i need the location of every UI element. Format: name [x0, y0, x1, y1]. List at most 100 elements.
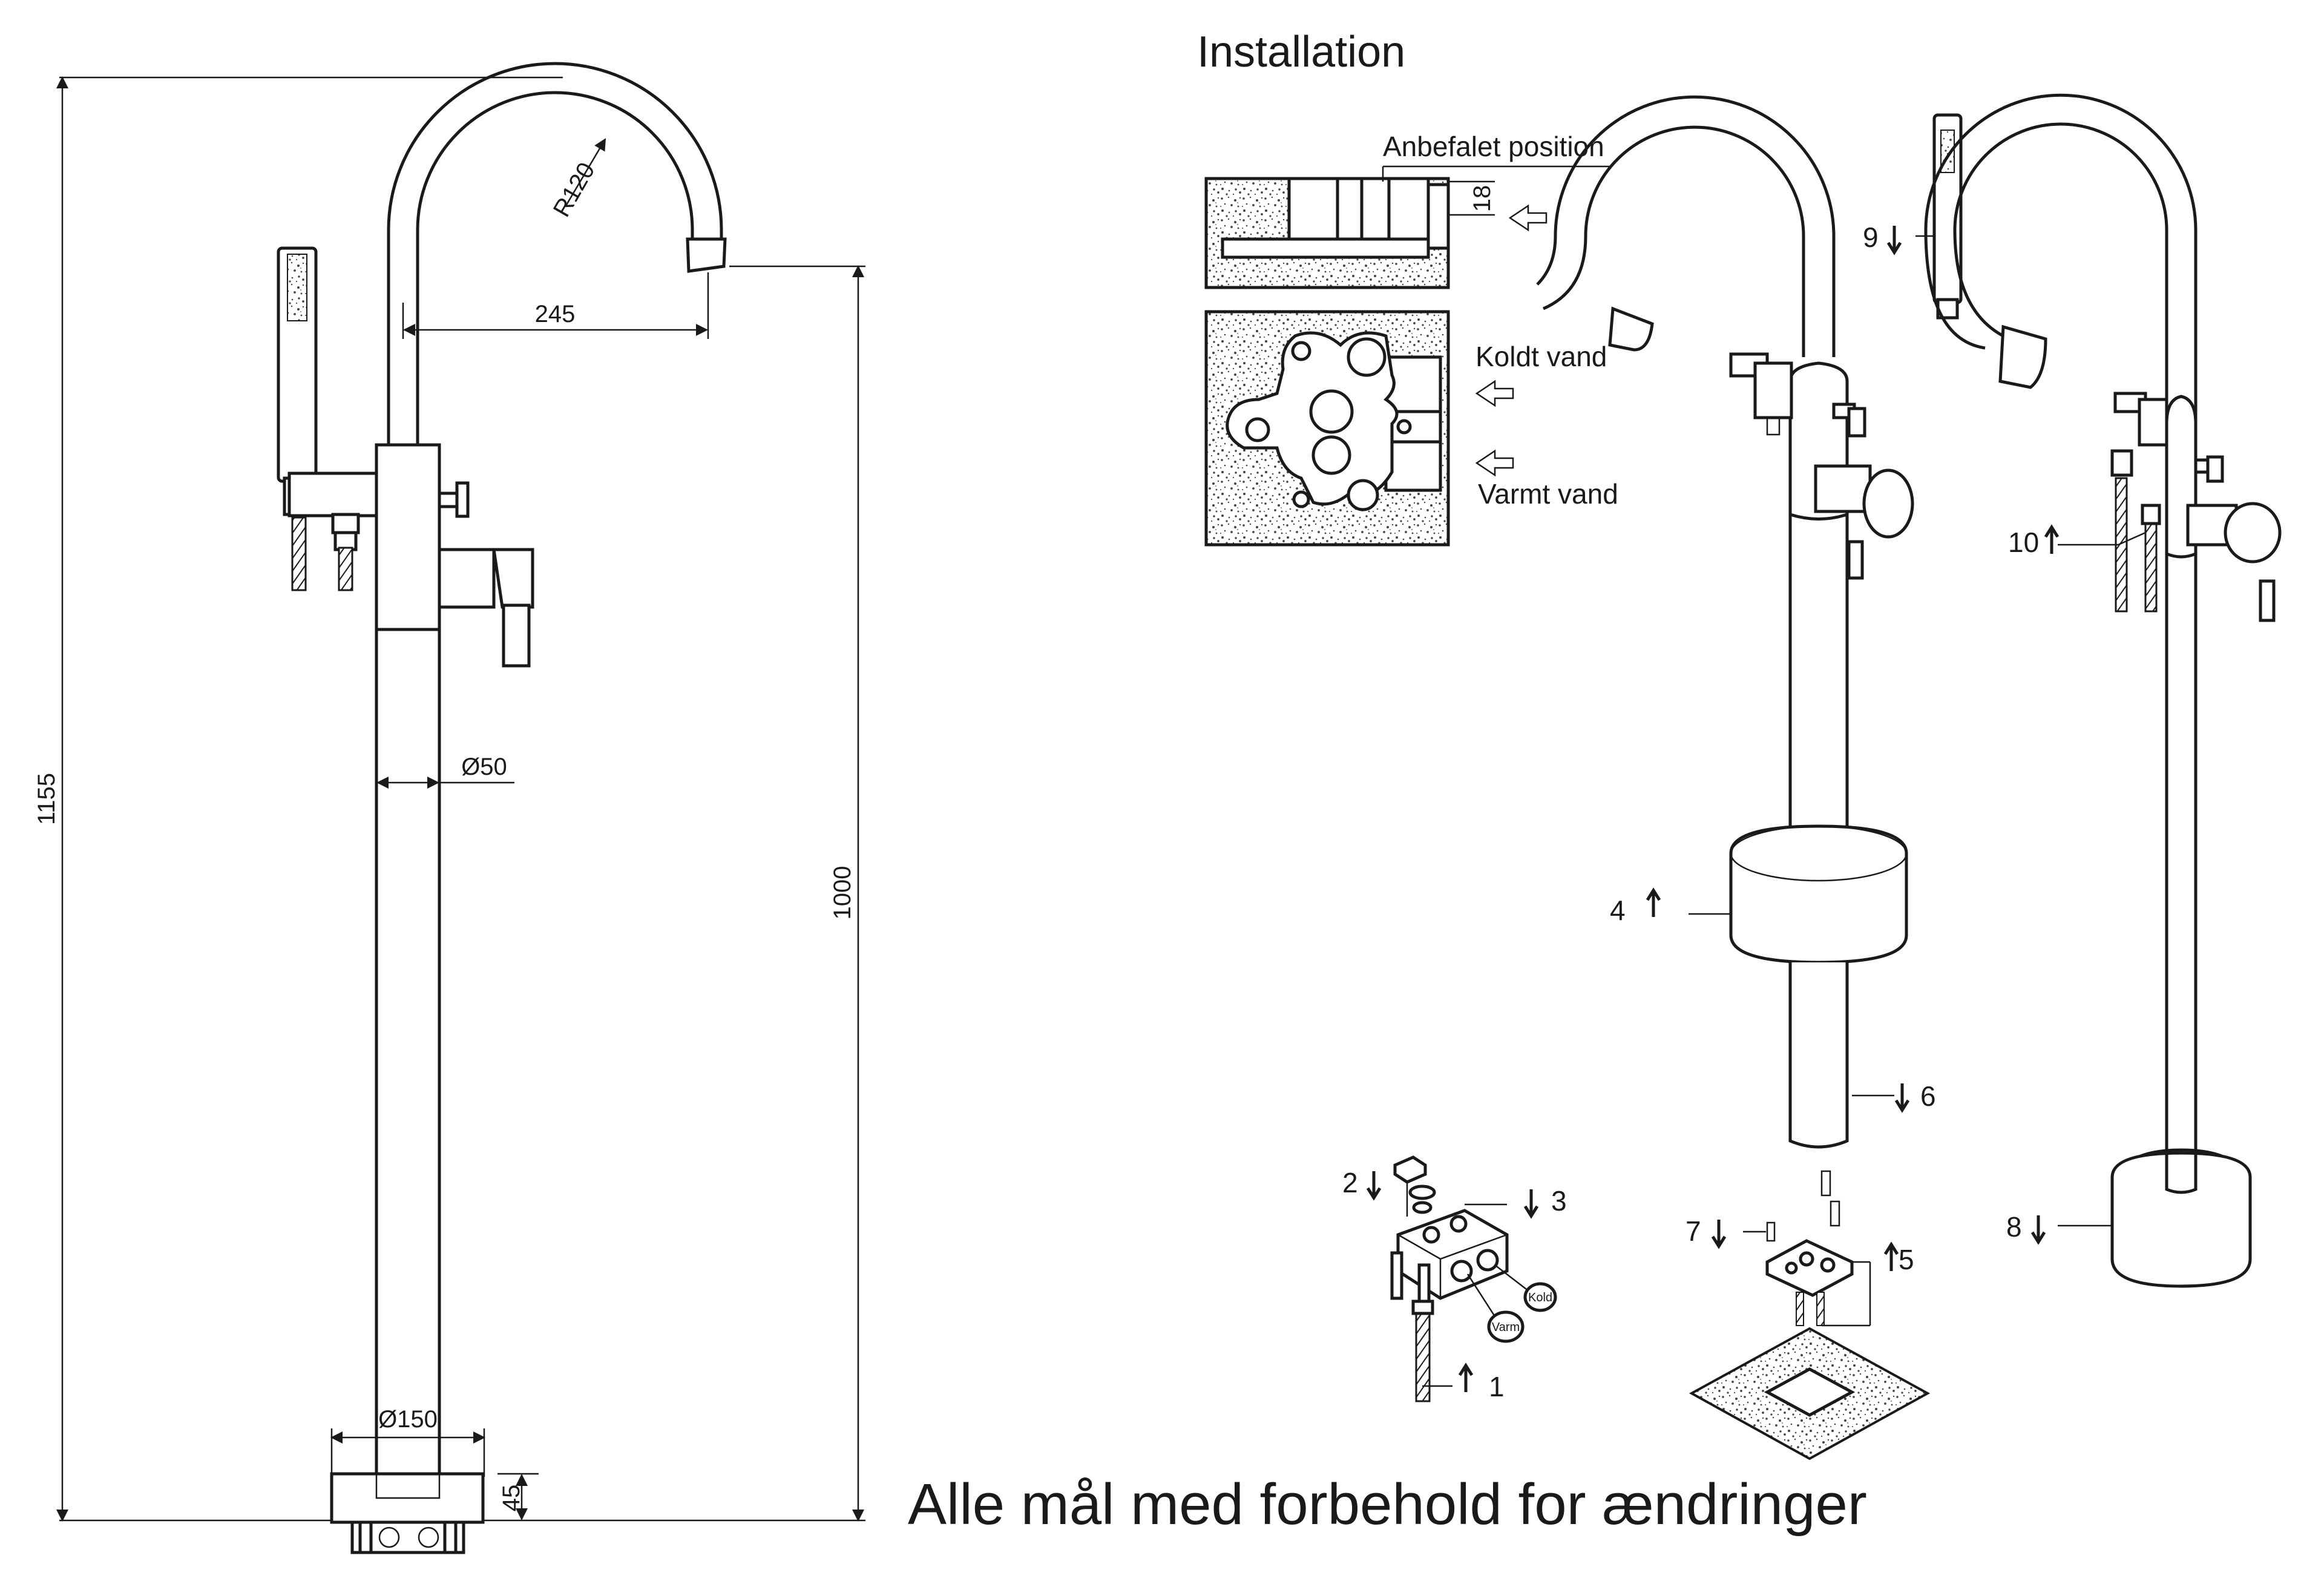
part-floor-bolt-1 [1796, 1292, 1804, 1326]
part-anchor-bolt [1415, 1309, 1431, 1402]
lever-cap [492, 548, 534, 609]
spout-reach-label: 245 [535, 301, 576, 327]
wall-box-back [1287, 177, 1430, 250]
step-7-number: 7 [1686, 1215, 1701, 1247]
plate-screw-hole-4 [1396, 419, 1412, 435]
step-5: 5 [1883, 1241, 1914, 1275]
bracket-bolt-right [443, 1520, 458, 1554]
part-anchor-head [1411, 1300, 1434, 1315]
step-3-number: 3 [1551, 1185, 1567, 1217]
technical-drawing: 1155 1000 245 R120 Ø50 [33, 62, 865, 1554]
base-height-label: 45 [498, 1485, 525, 1512]
step-10-arrow [2044, 524, 2060, 554]
assembled-spout-tip [1998, 324, 2047, 389]
body-spout-outer [1543, 125, 1805, 357]
body-spout-tip [1608, 306, 1654, 352]
body-diverter-knob [1847, 407, 1866, 438]
floor-bracket-hole-3 [1785, 1261, 1798, 1275]
wall-insert-arrow [1508, 204, 1548, 232]
assembled-holder-arm [2138, 398, 2168, 447]
step-4: 4 [1610, 887, 1661, 926]
step-2-arrow [1366, 1171, 1382, 1201]
mixer-body [375, 443, 441, 631]
part-floor-bracket [1765, 1239, 1854, 1297]
assembled-spout-inner [1924, 93, 2198, 424]
step-6-arrow [1894, 1083, 1910, 1113]
assembled-faucet [1924, 93, 2282, 1288]
step-7: 7 [1686, 1215, 1727, 1249]
step-10: 10 [2008, 524, 2060, 558]
body-floor-cover [1729, 824, 1908, 964]
hot-water-arrow [1475, 449, 1514, 477]
hot-water-label: Varmt vand [1478, 478, 1618, 510]
wall-section-detail: Anbefalet position 18 Koldt vand Varmt v… [1204, 131, 1618, 547]
inlet-hole-hot [1311, 435, 1351, 475]
step-8-number: 8 [2006, 1211, 2022, 1243]
recommended-position-label: Anbefalet position [1383, 131, 1604, 162]
base-pipe-socket [375, 1473, 441, 1499]
step-5-number: 5 [1899, 1244, 1914, 1275]
assembled-pipe-foot [2165, 1153, 2198, 1194]
cold-tag [1523, 1282, 1557, 1312]
part-floor-bolt-2 [1816, 1292, 1825, 1326]
body-spout-inner [1536, 95, 1836, 357]
plate-screw-hole-3 [1292, 490, 1310, 508]
step-2-number: 2 [1342, 1167, 1358, 1198]
floor-tile-cutout [1764, 1367, 1856, 1417]
step-8: 8 [2006, 1211, 2046, 1245]
handshower-nozzle-grid [287, 254, 307, 321]
body-floor-cover-top [1730, 825, 1908, 882]
bracket-assembly: Kold Varm [1390, 1155, 1557, 1402]
installation-heading: Installation [1197, 28, 1405, 76]
exploded-faucet-body [1536, 95, 1914, 1149]
base-diameter-label: Ø150 [378, 1406, 438, 1433]
spout-height-label: 1000 [829, 866, 856, 920]
bracket-inlet-cold [418, 1526, 439, 1548]
step-7-arrow [1711, 1220, 1727, 1249]
spout-outer [387, 62, 723, 448]
shower-hose [291, 516, 307, 591]
wall-depth-label: 18 [1469, 185, 1495, 212]
floor-plate-assembly [1689, 913, 1931, 1460]
assembled-diverter-knob [2206, 455, 2224, 483]
bracket-inlet-hot [378, 1526, 400, 1548]
cold-water-arrow [1475, 380, 1514, 407]
step-3: 3 [1523, 1185, 1567, 1219]
pipe-diameter-label: Ø50 [461, 754, 507, 780]
disclaimer-note: Alle mål med forbehold for ændringer [908, 1472, 1867, 1537]
step-9-arrow [1886, 226, 1902, 255]
plate-bolt-hole-bottom [1347, 479, 1379, 511]
cold-tag-leader [1494, 1264, 1527, 1290]
hot-tag-label: Varm [1492, 1321, 1520, 1334]
wall-box-face [1426, 183, 1450, 250]
diverter-knob [455, 481, 470, 518]
hot-tag [1487, 1310, 1525, 1343]
step-4-number: 4 [1610, 895, 1626, 926]
part-valve-bracket-edges [1397, 1234, 1508, 1298]
step-6: 6 [1894, 1080, 1936, 1113]
hot-tag-leader [1466, 1273, 1496, 1317]
assembled-hose-2 [2144, 519, 2158, 613]
step-10-leader-2 [2118, 531, 2146, 546]
step-4-arrow [1646, 887, 1661, 917]
bracket-hole-cold [1476, 1249, 1499, 1272]
body-holder-arm [1753, 361, 1793, 419]
assembled-base [2110, 1151, 2252, 1288]
assembled-lever-handle [2259, 579, 2276, 622]
bracket-bolt-left [358, 1520, 373, 1554]
step-8-arrow [2030, 1215, 2046, 1245]
part-washer-1 [1408, 1184, 1436, 1200]
step-5-arrow [1883, 1241, 1899, 1271]
body-lever-neck [1814, 464, 1872, 513]
step-1: 1 [1458, 1362, 1505, 1402]
inlet-hole-cold [1309, 389, 1354, 434]
cold-water-label: Koldt vand [1475, 341, 1607, 372]
hose-connector [331, 513, 360, 534]
part-bracket-foot-left [1390, 1251, 1403, 1300]
bracket-hole-top-2 [1449, 1215, 1468, 1233]
part-washer-2 [1412, 1201, 1433, 1214]
spout-aerator [686, 237, 727, 273]
step-callouts: 1 2 3 4 5 6 7 8 9 [1342, 222, 2060, 1402]
assembled-lever-cap [2224, 502, 2282, 564]
hose-thread [338, 547, 353, 591]
